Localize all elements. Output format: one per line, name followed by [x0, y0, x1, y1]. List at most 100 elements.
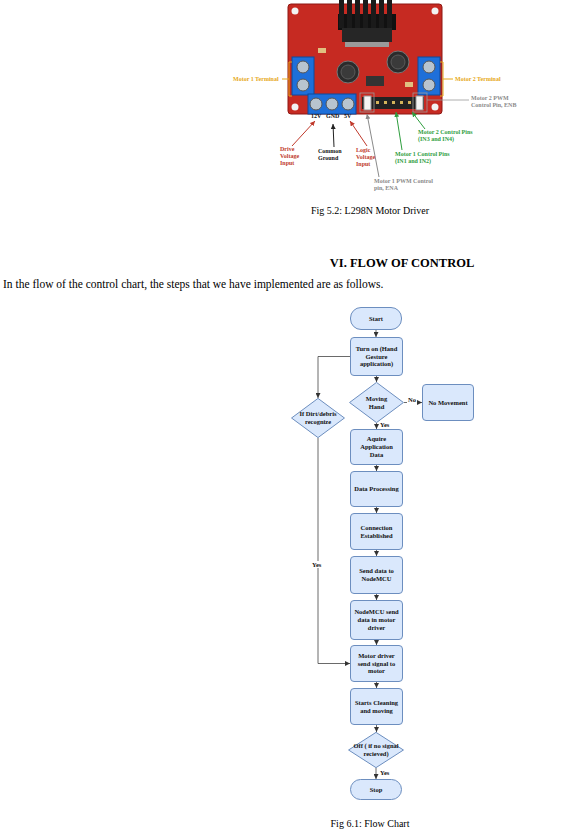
process-box: Motor driver send signal to motor [350, 645, 403, 682]
heat-sink-fin [347, 0, 352, 28]
leader-arrow [396, 112, 402, 150]
pin-label: Common Ground [318, 148, 352, 162]
screw-terminal [418, 57, 440, 95]
smd-part [405, 82, 413, 87]
flow-arrow [376, 550, 377, 556]
decision-diamond: Off ( if no signal recieved) [348, 732, 404, 768]
bracket [289, 62, 292, 96]
capacitor-top [391, 55, 405, 69]
bracket [360, 93, 374, 112]
figure-caption: Fig 6.1: Flow Chart [270, 818, 470, 829]
node-text: If Dirt/debris recognize [296, 410, 340, 426]
jumper [364, 96, 371, 110]
node-text: Connection Established [353, 524, 400, 540]
terminal-screw [423, 61, 435, 73]
node-text: Starts Cleaning and moving [353, 699, 400, 715]
terminal-screw [297, 61, 309, 73]
pin [408, 101, 411, 104]
diamond-shape [350, 382, 404, 422]
leader-line [443, 79, 453, 80]
figure-caption: Fig 5.2: L298N Motor Driver [270, 205, 470, 217]
heat-sink-fin [379, 0, 384, 28]
flow-arrow [376, 330, 377, 337]
terminal-screw [310, 98, 322, 110]
heat-sink-fin [363, 0, 368, 28]
flow-arrow [376, 725, 377, 732]
pin-label: Drive Voltage Input [280, 146, 306, 168]
node-text: No Movement [428, 399, 467, 407]
flow-arrow [376, 640, 377, 645]
edge-label: Yes [379, 769, 390, 776]
terminal-screw [297, 79, 309, 91]
pin [400, 101, 403, 104]
capacitor [337, 61, 359, 83]
node-text: Send data to NodeMCU [353, 567, 400, 583]
screw-terminal [292, 57, 314, 95]
pin [384, 101, 387, 104]
driver-chip [342, 28, 392, 42]
diamond-shape [292, 398, 345, 437]
mounting-hole [432, 8, 439, 15]
flow-arrow [376, 594, 377, 600]
terminal-box: Stop [350, 779, 402, 800]
process-box: Connection Established [350, 513, 403, 550]
process-box: Aquire Application Data [350, 429, 403, 465]
jumper [416, 96, 423, 110]
pin-label: 5V [344, 113, 351, 120]
heat-sink-fin [355, 0, 360, 28]
leader-line [282, 79, 289, 80]
pin-label: 12V [311, 113, 321, 120]
flow-arrow [376, 465, 377, 471]
process-box: NodeMCU send data in motor driver [350, 600, 403, 640]
node-text: Moving Hand [362, 395, 392, 411]
edge-label: Yes [379, 421, 390, 428]
process-box: Data Processing [350, 471, 403, 507]
pin-label: GND [326, 113, 339, 120]
node-text: Start [369, 315, 383, 323]
mounting-hole [292, 104, 299, 111]
decision-diamond: If Dirt/debris recognize [291, 398, 345, 438]
node-text: Data Processing [354, 485, 398, 493]
bracket [413, 93, 427, 112]
flow-arrow [376, 376, 377, 382]
part-label: Motor 1 Terminal [233, 76, 279, 83]
smd-part [318, 48, 326, 53]
leader-arrow [412, 112, 425, 129]
leader-arrow [292, 121, 315, 146]
process-box: Send data to NodeMCU [350, 556, 403, 594]
edge-label: No [407, 396, 417, 403]
flow-arrow [318, 357, 350, 399]
process-box: Turn on (Hand Gesture application) [350, 337, 403, 376]
pin-header [362, 97, 424, 109]
leader-line [427, 100, 469, 101]
bracket [440, 62, 443, 96]
node-text: Stop [370, 786, 383, 794]
screw-terminal [308, 94, 356, 114]
capacitor-top [341, 65, 355, 79]
process-box: Starts Cleaning and moving [350, 688, 403, 725]
pin-label: Motor 1 PWM Control pin, ENA [374, 178, 438, 192]
decision-diamond: Moving Hand [349, 382, 404, 423]
node-text: Off ( if no signal recieved) [353, 742, 399, 758]
pin-label: Motor 1 Control Pins (IN1 and IN2) [395, 151, 459, 165]
pin [392, 101, 395, 104]
terminal-box: Start [350, 307, 402, 330]
leader-arrow [350, 121, 367, 146]
node-text: Motor driver send signal to motor [353, 652, 400, 675]
flow-arrow [376, 682, 377, 688]
chip-legs [345, 42, 389, 47]
terminal-screw [326, 98, 338, 110]
terminal-screw [423, 79, 435, 91]
capacitor [387, 51, 409, 73]
pin [376, 101, 379, 104]
pin-label: Motor 2 PWM Control Pin, ENB [471, 95, 529, 109]
terminal-screw [342, 98, 354, 110]
pin-label: Logic Voltage Input [356, 147, 384, 169]
mounting-hole [292, 8, 299, 15]
leader-arrow [367, 114, 379, 177]
node-text: NodeMCU send data in motor driver [353, 608, 400, 631]
heat-sink-fin [387, 0, 392, 28]
body-text: In the flow of the control chart, the st… [3, 278, 383, 292]
